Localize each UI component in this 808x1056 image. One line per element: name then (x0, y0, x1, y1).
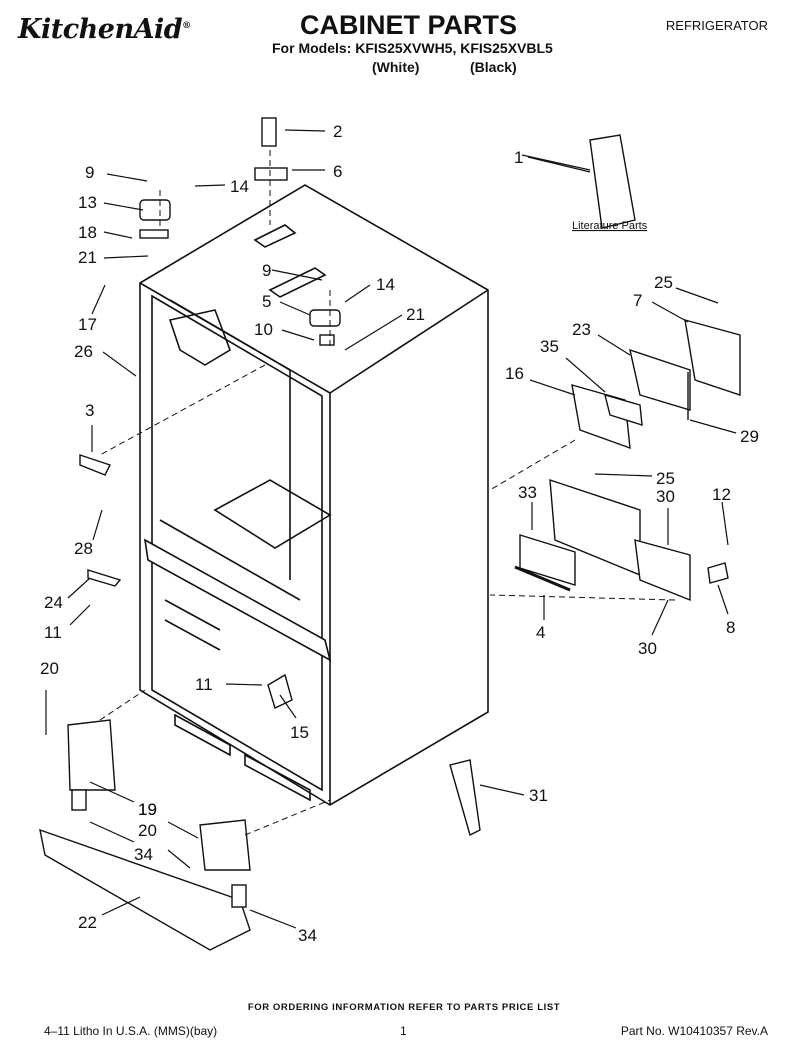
callout-28: 28 (74, 539, 93, 558)
callout-30-top: 30 (656, 487, 675, 506)
callout-19-left: 19 (138, 800, 157, 819)
callout-13: 13 (78, 193, 97, 212)
callout-5: 5 (262, 292, 271, 311)
assembly-lines (99, 150, 676, 836)
callout-10: 10 (254, 320, 273, 339)
callout-24: 24 (44, 593, 63, 612)
callout-22: 22 (78, 913, 97, 932)
callout-30-bottom: 30 (638, 639, 657, 658)
callout-9-center: 9 (262, 261, 271, 280)
callout-20-center: 20 (138, 821, 157, 840)
callout-14-left: 14 (230, 177, 249, 196)
hinge-parts (39, 117, 729, 951)
literature-parts-label: Literature Parts (572, 220, 648, 232)
models-line: For Models: KFIS25XVWH5, KFIS25XVBL5 (272, 40, 553, 56)
litho-info: 4–11 Litho In U.S.A. (MMS)(bay) (44, 1024, 218, 1038)
callout-11-center: 11 (195, 675, 213, 694)
callout-20-left: 20 (40, 659, 59, 678)
control-parts (514, 134, 741, 602)
ordering-note: FOR ORDERING INFORMATION REFER TO PARTS … (247, 1002, 561, 1013)
callout-12: 12 (712, 485, 731, 504)
category-label: REFRIGERATOR (665, 18, 768, 33)
callout-33: 33 (518, 483, 537, 502)
callout-9-left: 9 (85, 163, 94, 182)
callout-17: 17 (78, 315, 97, 334)
callout-11-left: 11 (44, 623, 62, 642)
callout-2: 2 (333, 122, 342, 141)
callout-23: 23 (572, 320, 591, 339)
callout-34-left: 34 (134, 845, 153, 864)
callout-8: 8 (726, 618, 735, 637)
callout-19-right: 19 (138, 800, 157, 819)
callout-21-left: 21 (78, 248, 97, 267)
page-number: 1 (400, 1024, 407, 1038)
callout-34-right: 34 (298, 926, 317, 945)
part-number: Part No. W10410357 Rev.A (620, 1024, 768, 1038)
callout-4: 4 (536, 623, 545, 642)
callout-25-middle: 25 (656, 469, 675, 488)
callout-16: 16 (505, 364, 524, 383)
callout-18: 18 (78, 223, 97, 242)
brand-name: KitchenAid (18, 14, 183, 45)
callout-31: 31 (529, 786, 548, 805)
leader-lines (45, 129, 737, 929)
callout-15: 15 (290, 723, 309, 742)
callout-35: 35 (540, 337, 559, 356)
callout-25-top: 25 (654, 273, 673, 292)
callout-6: 6 (333, 162, 342, 181)
callout-29: 29 (740, 427, 759, 446)
brand-logo: KitchenAid® (18, 14, 191, 45)
cabinet-body (139, 184, 489, 806)
callout-26: 26 (74, 342, 93, 361)
variants-line: (White) (Black) (372, 59, 517, 75)
brand-registered-mark: ® (182, 21, 191, 31)
callout-labels: 1 2 3 4 5 6 7 8 9 9 10 11 11 12 13 14 14… (40, 122, 759, 945)
callout-21-center: 21 (406, 305, 425, 324)
page-title: CABINET PARTS (300, 10, 518, 40)
callout-3: 3 (85, 401, 94, 420)
callout-14-center: 14 (376, 275, 395, 294)
callout-7: 7 (633, 291, 642, 310)
callout-1: 1 (514, 148, 523, 167)
